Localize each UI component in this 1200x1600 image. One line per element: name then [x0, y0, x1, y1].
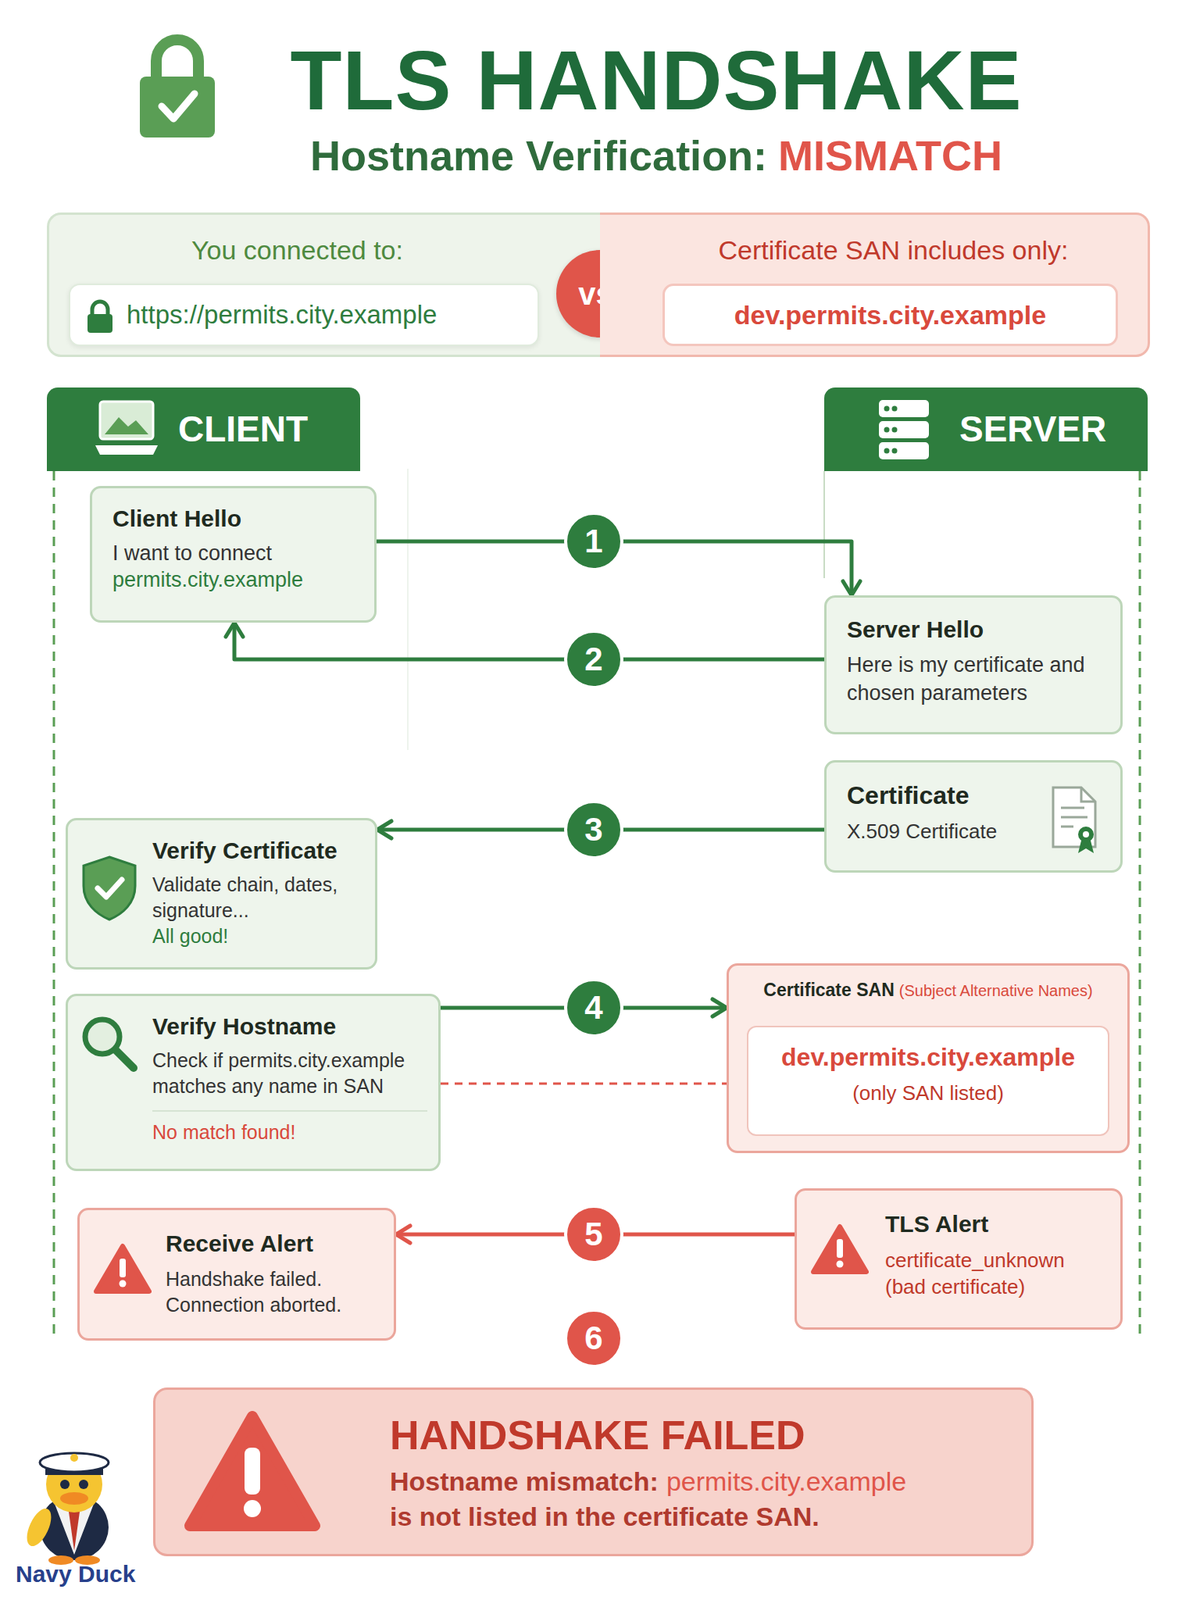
banner-title: HANDSHAKE FAILED	[389, 1411, 1016, 1459]
san-box: dev.permits.city.example	[662, 283, 1118, 347]
message-box: Client Hello I want to connectpermits.cit…	[89, 485, 377, 623]
alert-box: Receive AlertHandshake failed. Connectio…	[77, 1207, 397, 1341]
lock-icon	[85, 299, 115, 334]
connected-panel: You connected to: https://permits.city.ex…	[46, 212, 600, 358]
server-column-edge	[823, 471, 825, 579]
verify-box: Verify CertificateValidate chain, dates,…	[65, 817, 378, 970]
box-body: Validate chain, dates, signature...	[152, 871, 365, 924]
san-text: dev.permits.city.example	[759, 1042, 1097, 1072]
callout-number: 2	[564, 629, 624, 690]
san-text: dev.permits.city.example	[734, 300, 1047, 331]
mascot-name: Navy Duck	[15, 1560, 136, 1588]
callout-number: 5	[564, 1204, 624, 1265]
box-title: Server Hello	[846, 616, 1102, 643]
callout-number: 3	[564, 800, 624, 860]
url-box: https://permits.city.example	[68, 283, 540, 347]
connector-arrow	[440, 1082, 727, 1086]
box-title: Verify Hostname	[152, 1013, 428, 1040]
header-text: SERVER	[959, 387, 1148, 472]
box-body: Here is my certificate and chosen parame…	[846, 650, 1102, 708]
server-header: SERVER	[824, 387, 1148, 472]
subtitle-row: Hostname Verification:MISMATCH	[226, 129, 1086, 182]
banner-text: Hostname mismatch:	[389, 1466, 659, 1497]
client-lifeline	[53, 471, 56, 1341]
hostname-text: permits.city.example	[112, 566, 358, 593]
message-box: Server HelloHere is my certificate and c…	[824, 595, 1123, 735]
server-lifeline	[1139, 471, 1142, 1341]
callout-number: 6	[564, 1308, 624, 1368]
san-detail-box: dev.permits.city.example (only SAN listed…	[746, 1025, 1110, 1136]
callout-number: 1	[564, 511, 624, 572]
header-text: CLIENT	[178, 387, 361, 472]
url-text: https://permits.city.example	[126, 300, 437, 330]
box-subtitle: (Subject Alternative Names)	[899, 982, 1093, 1000]
connector-arrow	[234, 622, 825, 660]
client-column-edge	[407, 468, 409, 750]
certificate-box: CertificateX.509 Certificate	[824, 760, 1123, 873]
hostname-text: permits.city.example	[666, 1466, 907, 1497]
subtitle-status: MISMATCH	[778, 132, 1003, 179]
text-line: Hostname mismatch:permits.city.example	[389, 1466, 1016, 1497]
box-title: Client Hello	[112, 505, 358, 533]
box-body: I want to connect	[112, 539, 358, 567]
san-panel: Certificate SAN includes only: dev.permit…	[600, 212, 1150, 358]
box-body: Check if permits.city.example matches an…	[152, 1047, 428, 1100]
bigwarn-icon	[183, 1410, 322, 1533]
box-title: Certificate	[846, 781, 1043, 811]
duck-mascot	[21, 1453, 109, 1565]
box-title: Receive Alert	[165, 1230, 383, 1258]
banner-text: is not listed in the certificate SAN.	[389, 1501, 1016, 1533]
san-detail-panel: Certificate SAN (Subject Alternative Name…	[726, 963, 1130, 1154]
box-title: TLS Alert	[885, 1210, 1110, 1238]
box-body: Handshake failed. Connection aborted.	[165, 1266, 383, 1318]
subtitle: Hostname Verification:	[310, 132, 768, 179]
box-body: certificate_unknown (bad certificate)	[885, 1246, 1110, 1300]
magnifier-icon	[78, 1013, 139, 1073]
box-body: X.509 Certificate	[846, 819, 1043, 844]
box-title: Certificate SAN	[763, 979, 894, 1000]
status-ok: All good!	[152, 923, 365, 950]
text-line: Certificate SAN (Subject Alternative Name…	[738, 979, 1118, 1001]
lock-icon	[139, 39, 215, 138]
failure-banner: HANDSHAKE FAILED Hostname mismatch:permit…	[153, 1387, 1034, 1557]
verify-box: Verify HostnameCheck if permits.city.exa…	[65, 993, 441, 1172]
panel-heading: You connected to:	[64, 235, 530, 266]
monitor-icon	[93, 398, 160, 461]
shield-icon	[80, 854, 139, 922]
title: TLS HANDSHAKE	[226, 29, 1086, 132]
alert-box: TLS Alert certificate_unknown (bad certif…	[794, 1188, 1123, 1330]
callout-number: 4	[564, 978, 624, 1038]
doc-icon	[1050, 784, 1102, 855]
warn-icon	[93, 1242, 152, 1295]
san-note: (only SAN listed)	[759, 1081, 1097, 1106]
status-fail: No match found!	[152, 1110, 428, 1144]
client-header: CLIENT	[46, 387, 361, 472]
server-icon	[875, 398, 933, 461]
warn-icon	[810, 1223, 869, 1275]
panel-heading: Certificate SAN includes only:	[654, 235, 1133, 266]
box-title: Verify Certificate	[152, 837, 365, 865]
